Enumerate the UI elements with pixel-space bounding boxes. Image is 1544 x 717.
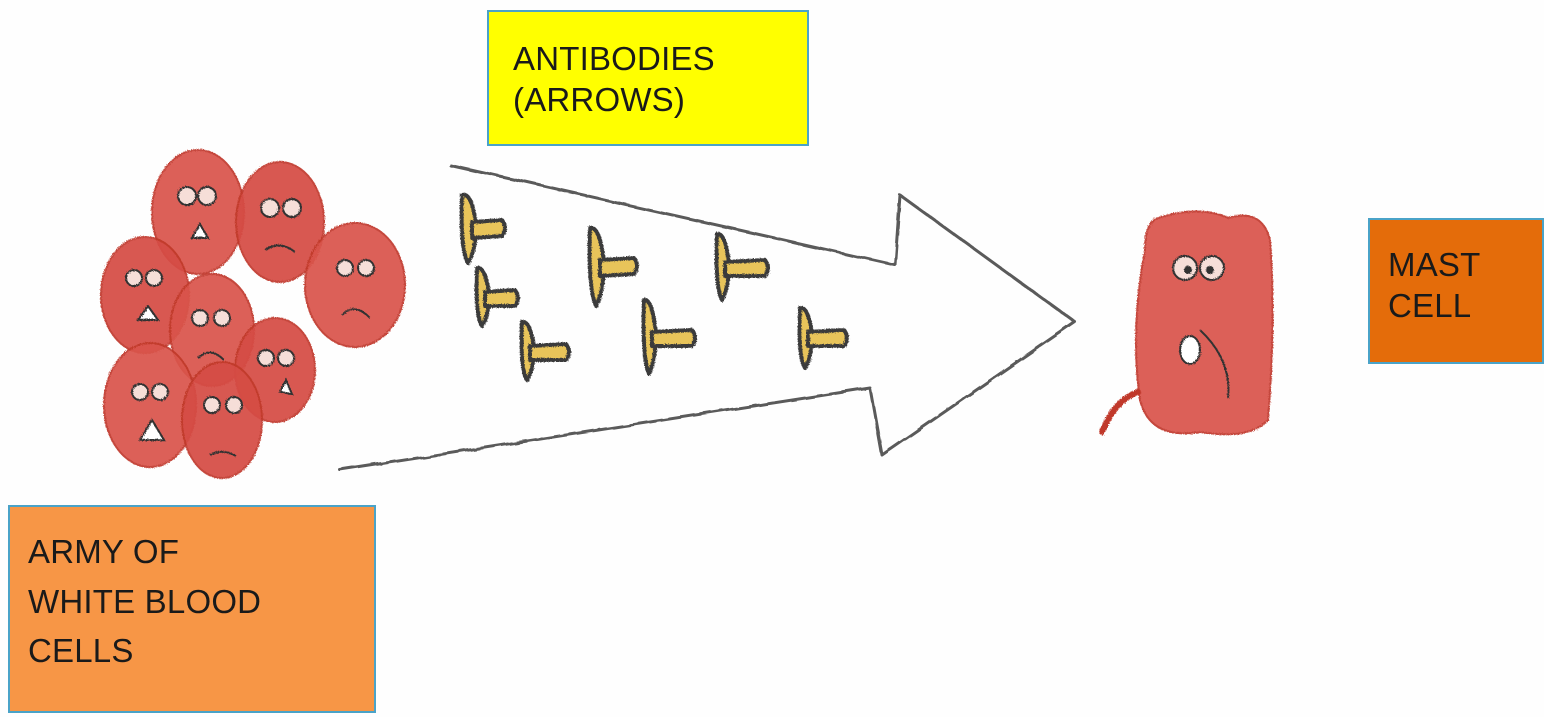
antibody	[477, 268, 518, 326]
antibody	[462, 195, 505, 263]
white-blood-cell-army	[101, 150, 405, 478]
cell-bottom-left	[104, 343, 196, 467]
antibody	[800, 308, 847, 368]
large-arrow	[340, 165, 1075, 470]
antibodies-label: ANTIBODIES (ARROWS)	[487, 10, 809, 146]
cell-right	[305, 223, 405, 347]
cell-bottom-center	[182, 362, 262, 478]
mast-cell-label: MAST CELL	[1368, 218, 1544, 364]
antibody	[717, 234, 768, 300]
antibody	[522, 322, 569, 380]
white-blood-cells-label: ARMY OF WHITE BLOOD CELLS	[8, 505, 376, 713]
mast-cell	[1102, 212, 1273, 435]
antibodies	[462, 195, 847, 380]
antibody	[590, 228, 637, 306]
antibody	[644, 300, 695, 374]
